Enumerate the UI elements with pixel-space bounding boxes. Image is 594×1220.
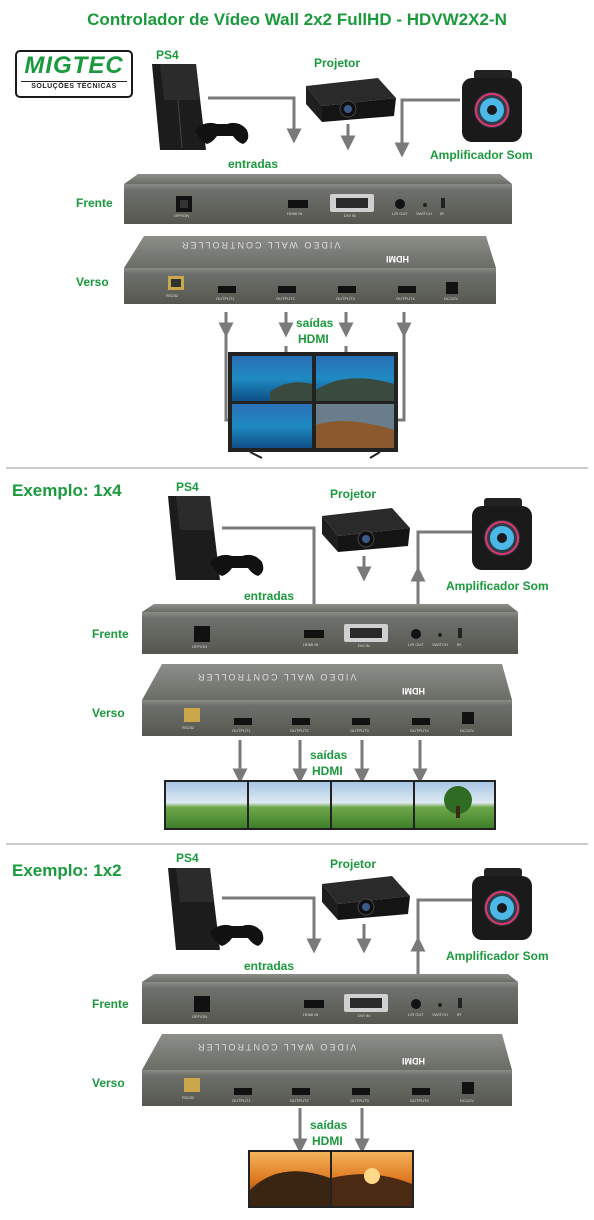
back-port-out1: OUTPUT1 [232,728,251,733]
video-wall-1x4 [164,780,496,830]
hdmi-logo: HDMI [402,1056,425,1066]
video-wall-2x2 [228,352,398,459]
hdmi-logo: HDMI [402,686,425,696]
back-port-out4: OUTPUT4 [396,296,415,301]
back-port-dc: DC/12V [444,296,459,301]
speaker-icon [462,70,522,142]
back-port-out2: OUTPUT2 [290,728,309,733]
section-divider [6,843,588,845]
device-top-label: VIDEO WALL CONTROLLER [196,672,357,682]
back-device [142,1034,512,1106]
front-port-switch: SWITCH [432,1012,448,1017]
back-port-out2: OUTPUT2 [290,1098,309,1103]
back-device [124,236,496,304]
back-port-out3: OUTPUT3 [350,1098,369,1103]
logo-brand: MIGTEC [24,52,124,79]
label-hdmi: HDMI [312,764,343,778]
label-entradas: entradas [244,589,295,603]
video-wall-1x2 [248,1150,414,1208]
ps4-console-icon [168,868,264,950]
label-frente: Frente [92,997,129,1011]
front-port-power: OFF/ON [174,213,190,218]
migtec-logo: MIGTEC SOLUÇÕES TÉCNICAS [15,50,133,98]
label-saidas: saídas [310,748,348,762]
speaker-icon [472,868,532,940]
front-port-hdmi: HDMI IN [303,1012,319,1017]
front-device [142,604,518,654]
label-ps4: PS4 [176,480,199,494]
back-port-out1: OUTPUT1 [232,1098,251,1103]
label-projetor: Projetor [314,56,361,70]
speaker-icon [472,498,532,570]
label-frente: Frente [92,627,129,641]
back-port-rs232: RS232 [182,725,195,730]
label-ps4: PS4 [156,48,179,62]
front-port-lr: L/R OUT [408,1012,424,1017]
back-port-rs232: RS232 [166,293,179,298]
projector-icon [322,876,410,920]
front-port-ir: IR [457,1012,461,1017]
front-port-power: OFF/ON [192,644,208,649]
label-entradas: entradas [228,157,279,171]
projector-icon [306,78,396,122]
label-amplificador: Amplificador Som [430,148,533,162]
device-top-label: VIDEO WALL CONTROLLER [180,240,341,250]
back-device [142,664,512,736]
label-projetor: Projetor [330,857,377,871]
front-port-lr: L/R OUT [392,211,408,216]
ps4-console-icon [152,64,249,150]
front-port-dvi: DVI IN [344,213,356,218]
projector-icon [322,508,410,552]
front-device [142,974,518,1024]
back-port-rs232: RS232 [182,1095,195,1100]
front-port-ir: IR [440,211,444,216]
front-port-hdmi: HDMI IN [303,642,319,647]
label-saidas: saídas [296,316,334,330]
back-port-dc: DC/12V [460,1098,475,1103]
hdmi-logo: HDMI [386,254,409,264]
front-port-dvi: DVI IN [358,1013,370,1018]
section-divider [6,467,588,469]
label-entradas: entradas [244,959,295,973]
label-verso: Verso [92,706,125,720]
front-port-dvi: DVI IN [358,643,370,648]
label-frente: Frente [76,196,113,210]
label-hdmi: HDMI [298,332,329,346]
label-amplificador: Amplificador Som [446,949,549,963]
front-port-switch: SWITCH [432,642,448,647]
label-amplificador: Amplificador Som [446,579,549,593]
front-port-power: OFF/ON [192,1014,208,1019]
front-port-switch: SWITCH [416,211,432,216]
section-heading: Exemplo: 1x2 [12,861,122,880]
back-port-out3: OUTPUT3 [336,296,355,301]
front-port-ir: IR [457,642,461,647]
back-port-dc: DC/12V [460,728,475,733]
back-port-out3: OUTPUT3 [350,728,369,733]
device-top-label: VIDEO WALL CONTROLLER [196,1042,357,1052]
page-title: Controlador de Vídeo Wall 2x2 FullHD - H… [87,10,507,29]
label-hdmi: HDMI [312,1134,343,1148]
front-port-hdmi: HDMI IN [287,211,303,216]
label-verso: Verso [76,275,109,289]
label-ps4: PS4 [176,851,199,865]
back-port-out2: OUTPUT2 [276,296,295,301]
back-port-out4: OUTPUT4 [410,728,429,733]
front-device [124,174,512,224]
label-projetor: Projetor [330,487,377,501]
back-port-out1: OUTPUT1 [216,296,235,301]
label-saidas: saídas [310,1118,348,1132]
front-port-lr: L/R OUT [408,642,424,647]
section-heading: Exemplo: 1x4 [12,481,122,500]
label-verso: Verso [92,1076,125,1090]
back-port-out4: OUTPUT4 [410,1098,429,1103]
arrow [208,96,302,144]
ps4-console-icon [168,496,264,580]
logo-tagline: SOLUÇÕES TÉCNICAS [31,83,117,90]
